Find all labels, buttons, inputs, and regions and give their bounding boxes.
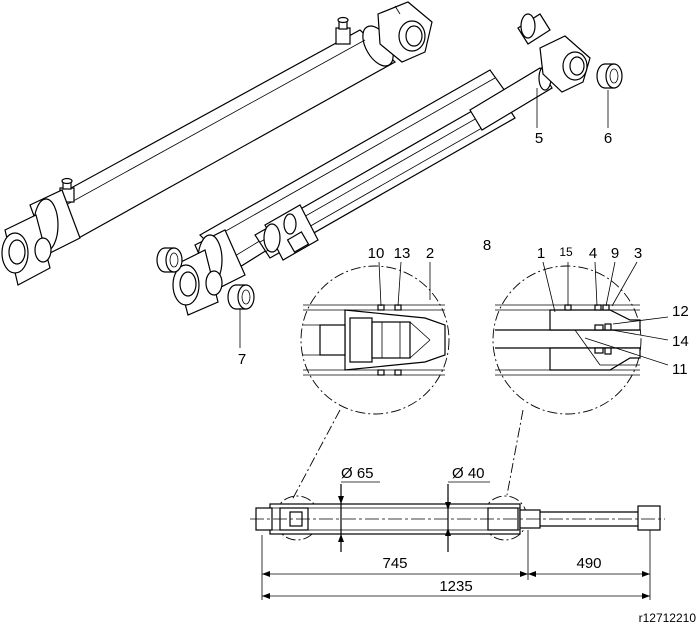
callout-4: 4	[589, 245, 597, 262]
bushing-7-shape	[227, 284, 255, 310]
side-view	[250, 481, 665, 600]
bushing-6-shape	[596, 63, 623, 89]
dim-retracted: 745	[382, 555, 407, 572]
detail-piston	[300, 265, 450, 415]
assembled-cylinder	[1, 1, 433, 286]
callout-14: 14	[672, 333, 689, 350]
callout-9: 9	[611, 245, 619, 262]
callout-8: 8	[483, 237, 491, 254]
drawing-reference: r12712210	[639, 611, 697, 625]
bushing-left-shape	[156, 247, 183, 273]
dim-stroke: 490	[576, 555, 601, 572]
callout-1: 1	[537, 245, 545, 262]
callout-2: 2	[426, 245, 434, 262]
callout-5: 5	[535, 130, 543, 147]
cutaway-head	[172, 229, 246, 316]
dim-total: 1235	[439, 578, 472, 595]
callout-15: 15	[559, 245, 573, 259]
cutaway-rod	[469, 13, 591, 131]
callout-11: 11	[672, 361, 688, 378]
callout-7: 7	[238, 351, 246, 368]
callout-13: 13	[394, 245, 411, 262]
dim-rod: Ø 40	[452, 465, 485, 482]
callout-10: 10	[368, 245, 385, 262]
detail-gland	[492, 265, 642, 415]
cutaway-piston	[263, 204, 319, 261]
grease-nipple-top	[335, 16, 351, 45]
callout-6: 6	[604, 130, 612, 147]
callout-12: 12	[672, 303, 689, 320]
front-head	[1, 189, 81, 286]
rear-clevis	[377, 1, 433, 63]
dim-bore: Ø 65	[341, 465, 374, 482]
cutaway-cylinder	[172, 13, 591, 316]
callout-3: 3	[634, 245, 642, 262]
